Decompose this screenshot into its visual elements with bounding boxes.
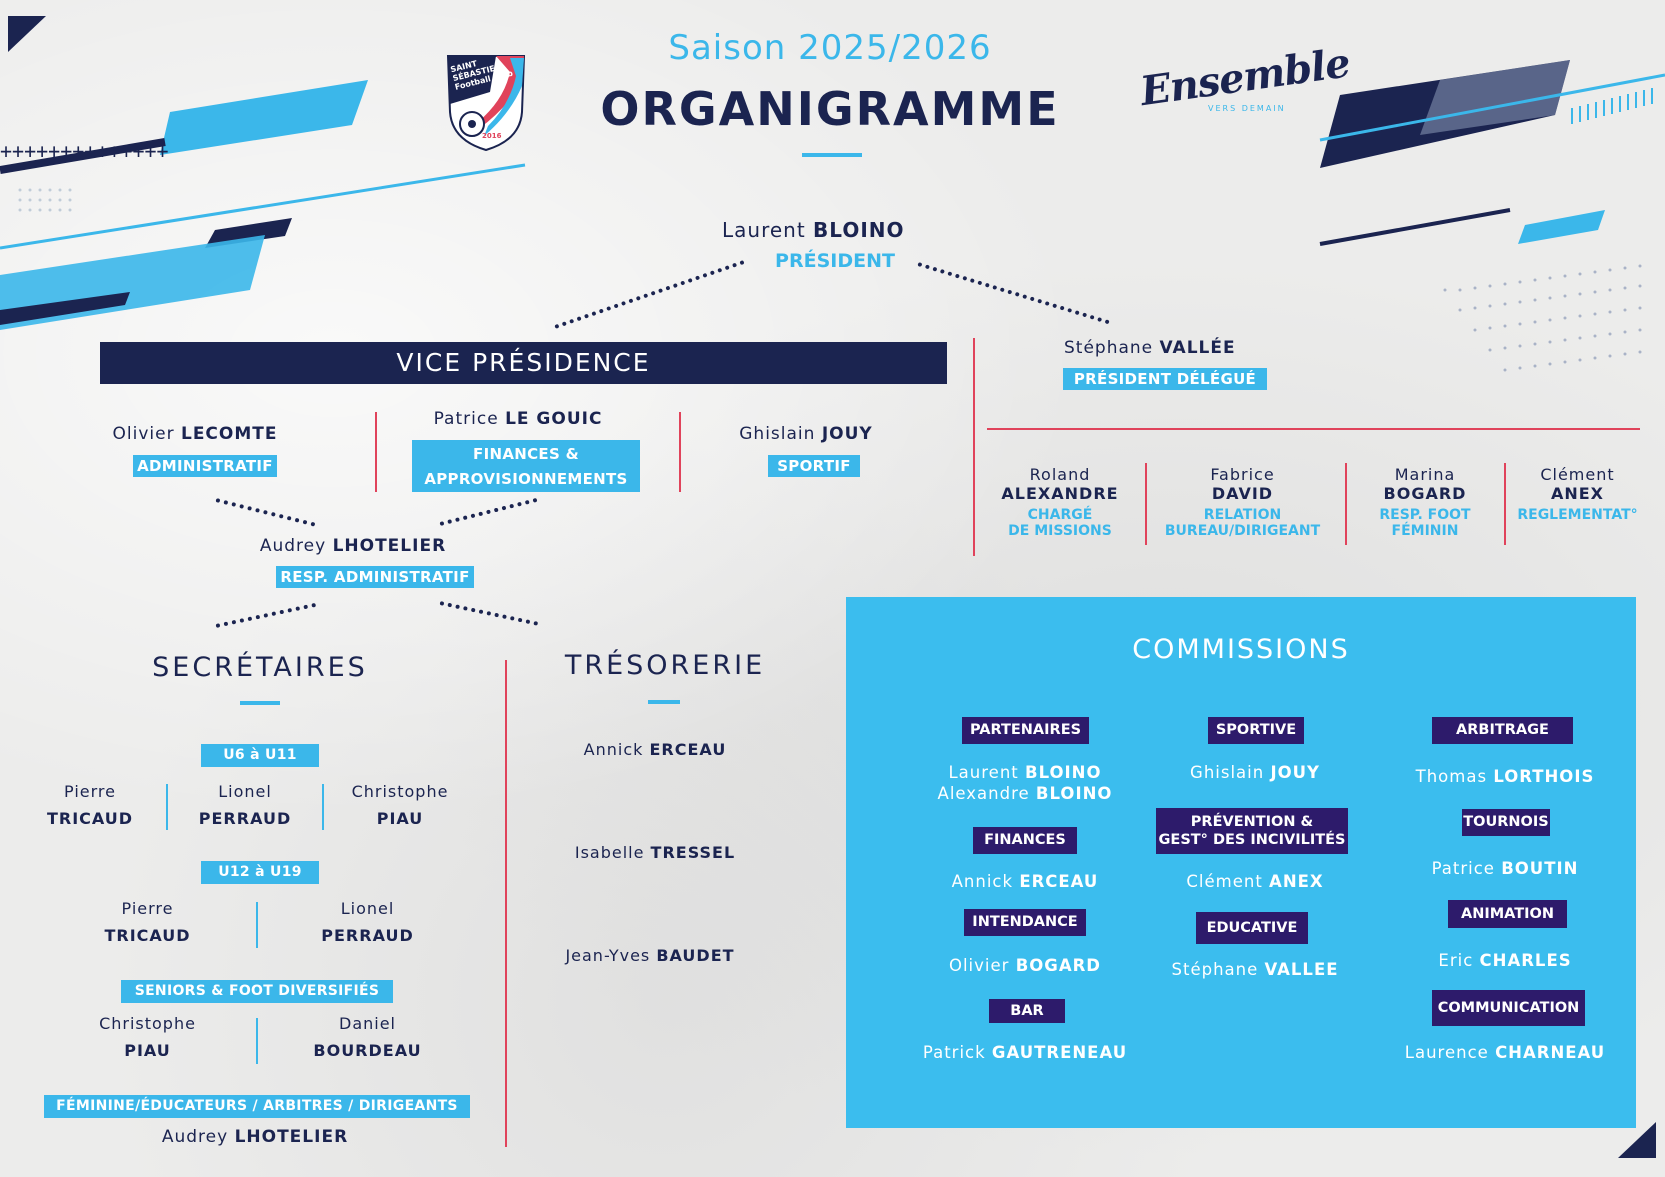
tresorerie-underline xyxy=(648,700,680,704)
secretaires-title: SECRÉTAIRES xyxy=(152,652,368,683)
commission-bar: BAR xyxy=(989,999,1065,1023)
delegates-horizontal-line xyxy=(987,428,1640,430)
sec-g3-person-1: Christophe PIAU xyxy=(99,1014,196,1060)
commission-sportive-member: Ghislain JOUY xyxy=(1190,763,1320,782)
delegate-2-first: Fabrice xyxy=(1210,465,1275,484)
commission-arbitrage: ARBITRAGE xyxy=(1432,717,1573,744)
commission-intendance-member: Olivier BOGARD xyxy=(948,956,1102,975)
commission-tournois: TOURNOIS xyxy=(1462,809,1550,836)
commission-partenaires: PARTENAIRES xyxy=(962,717,1089,744)
commission-tournois-member: Patrice BOUTIN xyxy=(1431,859,1579,878)
sec-g1-person-2: Lionel PERRAUD xyxy=(198,782,292,828)
commission-prevention-member: Clément ANEX xyxy=(1186,872,1324,891)
sec-g1-person-3: Christophe PIAU xyxy=(351,782,449,828)
delegate-4-first: Clément xyxy=(1540,465,1615,484)
commission-animation-member: Eric CHARLES xyxy=(1438,951,1572,970)
delegate-2-last: DAVID xyxy=(1211,484,1274,503)
delegate-3: Marina BOGARD RESP. FOOT FÉMININ xyxy=(1360,465,1490,539)
delegate-divider-3 xyxy=(1504,463,1506,545)
vp-divider-2 xyxy=(679,412,681,492)
commission-bar-member: Patrick GAUTRENEAU xyxy=(922,1043,1128,1062)
vp-member-3-name: Ghislain JOUY xyxy=(739,424,873,444)
secretaires-group-4-label: FÉMININE/ÉDUCATEURS / ARBITRES / DIRIGEA… xyxy=(44,1095,470,1118)
commission-sportive: SPORTIVE xyxy=(1208,717,1304,744)
resp-admin-name: Audrey LHOTELIER xyxy=(259,536,447,556)
commission-finances: FINANCES xyxy=(973,827,1077,854)
commission-educative-member: Stéphane VALLEE xyxy=(1171,960,1339,979)
sec-g2-person-2: Lionel PERRAUD xyxy=(321,899,414,945)
delegate-4: Clément ANEX REGLEMENTAT° xyxy=(1515,465,1640,523)
commission-arbitrage-member: Thomas LORTHOIS xyxy=(1415,767,1595,786)
tresorerie-person-3: Jean-Yves BAUDET xyxy=(565,946,735,965)
delegate-3-role-2: FÉMININ xyxy=(1391,523,1459,539)
president-name: Laurent BLOINO xyxy=(722,218,905,242)
commissions-title: COMMISSIONS xyxy=(1132,634,1350,665)
sec-g1-divider-2 xyxy=(322,784,324,830)
delegate-1-first: Roland xyxy=(1029,465,1091,484)
delegate-1: Roland ALEXANDRE CHARGÉ DE MISSIONS xyxy=(990,465,1130,539)
vice-presidence-banner: VICE PRÉSIDENCE xyxy=(100,342,947,384)
title-underline xyxy=(802,153,862,157)
secretaires-tresorerie-divider xyxy=(505,660,507,1147)
commissions-panel xyxy=(846,597,1636,1128)
delegate-divider-1 xyxy=(1145,463,1147,545)
tresorerie-title: TRÉSORERIE xyxy=(564,650,766,681)
tresorerie-person-2: Isabelle TRESSEL xyxy=(574,843,736,862)
vp-member-1-role: ADMINISTRATIF xyxy=(133,455,277,477)
delegate-1-role-1: CHARGÉ xyxy=(1027,507,1093,523)
resp-admin-role: RESP. ADMINISTRATIF xyxy=(276,566,474,588)
sec-g2-divider xyxy=(256,902,258,948)
commission-prevention: PRÉVENTION & GEST° DES INCIVILITÉS xyxy=(1156,808,1348,854)
sec-g2-person-1: Pierre TRICAUD xyxy=(104,899,191,945)
commission-partenaires-member-2: Alexandre BLOINO xyxy=(937,784,1113,803)
commission-communication: COMMUNICATION xyxy=(1432,990,1585,1026)
vp-member-1-name: Olivier LECOMTE xyxy=(112,424,278,444)
commission-communication-member: Laurence CHARNEAU xyxy=(1404,1043,1606,1062)
commission-educative: EDUCATIVE xyxy=(1196,912,1308,944)
club-crest-icon xyxy=(446,55,526,152)
ensemble-logo: Ensemble VERS DEMAIN xyxy=(1137,39,1352,128)
delegate-4-role-1: REGLEMENTAT° xyxy=(1517,507,1638,523)
commission-partenaires-member-1: Laurent BLOINO xyxy=(948,763,1102,782)
delegate-1-last: ALEXANDRE xyxy=(1001,484,1119,503)
vp-divider-1 xyxy=(375,412,377,492)
sec-g4-person-1: Audrey LHOTELIER xyxy=(161,1127,349,1147)
secretaires-group-2-label: U12 à U19 xyxy=(201,861,319,884)
page-title: ORGANIGRAMME xyxy=(600,82,1060,136)
delegue-vertical-line xyxy=(973,338,975,556)
delegate-1-role-2: DE MISSIONS xyxy=(1008,523,1112,539)
delegate-3-first: Marina xyxy=(1394,465,1456,484)
secretaires-underline xyxy=(240,701,280,705)
sec-g3-person-2: Daniel BOURDEAU xyxy=(313,1014,422,1060)
delegate-3-role-1: RESP. FOOT xyxy=(1379,507,1471,523)
tresorerie-person-1: Annick ERCEAU xyxy=(583,740,727,759)
svg-text:++++++++++++++: ++++++++++++++ xyxy=(0,139,169,163)
delegate-2-role-2: BUREAU/DIRIGEANT xyxy=(1164,523,1321,539)
president-role: PRÉSIDENT xyxy=(775,250,895,272)
vp-member-3-role: SPORTIF xyxy=(768,455,860,477)
sec-g1-person-1: Pierre TRICAUD xyxy=(46,782,134,828)
club-logo-year: 2016 xyxy=(482,132,502,140)
president-delegue-role: PRÉSIDENT DÉLÉGUÉ xyxy=(1063,368,1267,390)
delegate-3-last: BOGARD xyxy=(1383,484,1467,503)
sec-g3-divider xyxy=(256,1018,258,1064)
delegate-2: Fabrice DAVID RELATION BUREAU/DIRIGEANT xyxy=(1160,465,1325,539)
sec-g1-divider-1 xyxy=(166,784,168,830)
vp-member-2-name: Patrice LE GOUIC xyxy=(433,409,603,429)
ensemble-logo-sub: VERS DEMAIN xyxy=(1208,104,1286,113)
commission-animation: ANIMATION xyxy=(1448,900,1567,928)
vp-member-2-role: FINANCES & APPROVISIONNEMENTS xyxy=(412,440,640,492)
club-logo: SAINT SÉBASTIEN Football Club 2016 xyxy=(444,52,528,152)
delegate-4-last: ANEX xyxy=(1550,484,1605,503)
secretaires-group-3-label: SENIORS & FOOT DIVERSIFIÉS xyxy=(121,980,393,1003)
commission-intendance: INTENDANCE xyxy=(964,909,1086,936)
delegate-2-role-1: RELATION xyxy=(1203,507,1282,523)
season-label: Saison 2025/2026 xyxy=(668,28,992,68)
president-delegue-name: Stéphane VALLÉE xyxy=(1064,338,1236,358)
delegate-divider-2 xyxy=(1345,463,1347,545)
commission-finances-member: Annick ERCEAU xyxy=(951,872,1099,891)
secretaires-group-1-label: U6 à U11 xyxy=(201,744,319,767)
